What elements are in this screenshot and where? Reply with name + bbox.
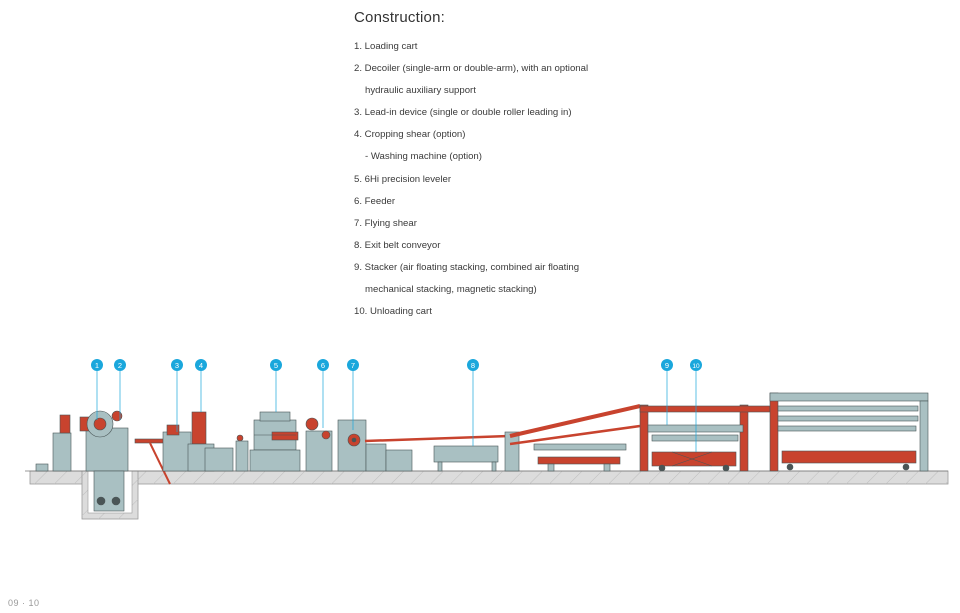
stacker bbox=[639, 404, 771, 472]
callout-label: 2 bbox=[118, 361, 122, 370]
callout-label: 6 bbox=[321, 361, 325, 370]
list-item: 9. Stacker (air floating stacking, combi… bbox=[354, 261, 580, 273]
callout-7: 7 bbox=[347, 359, 359, 371]
list-item: mechanical stacking, magnetic stacking) bbox=[365, 284, 537, 296]
precision-leveler bbox=[249, 411, 301, 472]
foundation bbox=[25, 470, 949, 520]
callouts: 1 2 3 4 5 6 7 bbox=[91, 359, 702, 452]
unloading-cart bbox=[651, 451, 737, 472]
callout-2: 2 bbox=[114, 359, 126, 371]
production-line-svg: 1 2 3 4 5 6 7 bbox=[25, 359, 949, 520]
list-item: 8. Exit belt conveyor bbox=[354, 239, 441, 251]
lower-conveyor bbox=[533, 443, 627, 472]
construction-items: 1. Loading cart 2. Decoiler (single-arm … bbox=[354, 36, 774, 323]
callout-label: 1 bbox=[95, 361, 99, 370]
exit-belt-conveyor bbox=[364, 404, 641, 472]
construction-list-panel: Construction: 1. Loading cart 2. Decoile… bbox=[354, 9, 774, 323]
callout-label: 5 bbox=[274, 361, 278, 370]
page-number: 09 · 10 bbox=[8, 598, 40, 608]
callout-label: 3 bbox=[175, 361, 179, 370]
callout-3: 3 bbox=[171, 359, 183, 371]
feeder bbox=[305, 417, 333, 472]
lead-in-and-shear bbox=[162, 411, 249, 472]
flying-shear bbox=[337, 419, 413, 472]
list-item: - Washing machine (option) bbox=[365, 151, 482, 163]
callout-1: 1 bbox=[91, 359, 103, 371]
decoiler bbox=[35, 410, 129, 512]
list-item: hydraulic auxiliary support bbox=[365, 85, 476, 97]
list-item: 10. Unloading cart bbox=[354, 306, 432, 318]
callout-label: 4 bbox=[199, 361, 203, 370]
list-item: 5. 6Hi precision leveler bbox=[354, 173, 452, 185]
construction-title: Construction: bbox=[354, 9, 445, 26]
production-line-diagram: 1 2 3 4 5 6 7 bbox=[0, 340, 960, 540]
callout-label: 7 bbox=[351, 361, 355, 370]
callout-6: 6 bbox=[317, 359, 329, 371]
callout-label: 8 bbox=[471, 361, 475, 370]
callout-label: 9 bbox=[665, 361, 669, 370]
list-item: 6. Feeder bbox=[354, 195, 396, 207]
callout-8: 8 bbox=[467, 359, 479, 371]
list-item: 1. Loading cart bbox=[354, 41, 418, 52]
callout-9: 9 bbox=[661, 359, 673, 371]
list-item: 2. Decoiler (single-arm or double-arm), … bbox=[354, 63, 589, 75]
callout-5: 5 bbox=[270, 359, 282, 371]
stacking-frame bbox=[769, 392, 929, 472]
callout-10: 10 bbox=[690, 359, 702, 371]
list-item: 3. Lead-in device (single or double roll… bbox=[354, 107, 572, 119]
list-item: 7. Flying shear bbox=[354, 217, 417, 229]
callout-4: 4 bbox=[195, 359, 207, 371]
callout-label: 10 bbox=[692, 363, 700, 370]
list-item: 4. Cropping shear (option) bbox=[354, 129, 466, 141]
